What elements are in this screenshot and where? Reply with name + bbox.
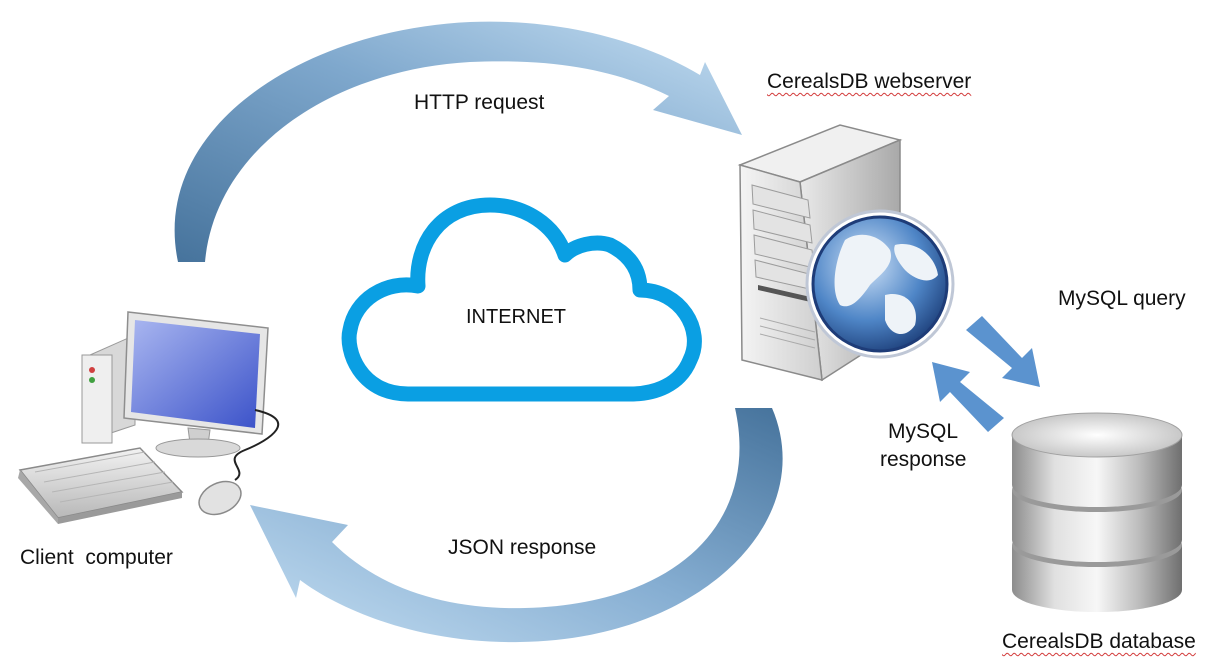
webserver-label-text: CerealsDB webserver: [767, 70, 972, 93]
mysql-query-arrow: [966, 316, 1040, 387]
mysql-query-label: MySQL query: [1058, 287, 1186, 310]
desktop-computer-icon: [18, 311, 280, 524]
http-request-arrow: [174, 21, 742, 262]
json-response-arrow: [250, 408, 783, 643]
mysql-response-label-line2: response: [880, 448, 967, 471]
mysql-response-label-line1: MySQL: [888, 420, 959, 443]
webserver-label: CerealsDB webserver: [767, 70, 971, 94]
mysql-response-arrow: [932, 362, 1004, 432]
internet-label: INTERNET: [466, 306, 566, 328]
database-cylinder-icon: [1011, 412, 1183, 612]
database-label-text: CerealsDB database: [1002, 630, 1196, 653]
cloud-icon: [341, 197, 702, 402]
http-request-label: HTTP request: [414, 91, 545, 114]
database-label: CerealsDB database: [1002, 630, 1196, 654]
client-computer-label: Client computer: [20, 546, 173, 569]
json-response-label: JSON response: [448, 536, 597, 559]
globe-icon: [805, 209, 955, 359]
